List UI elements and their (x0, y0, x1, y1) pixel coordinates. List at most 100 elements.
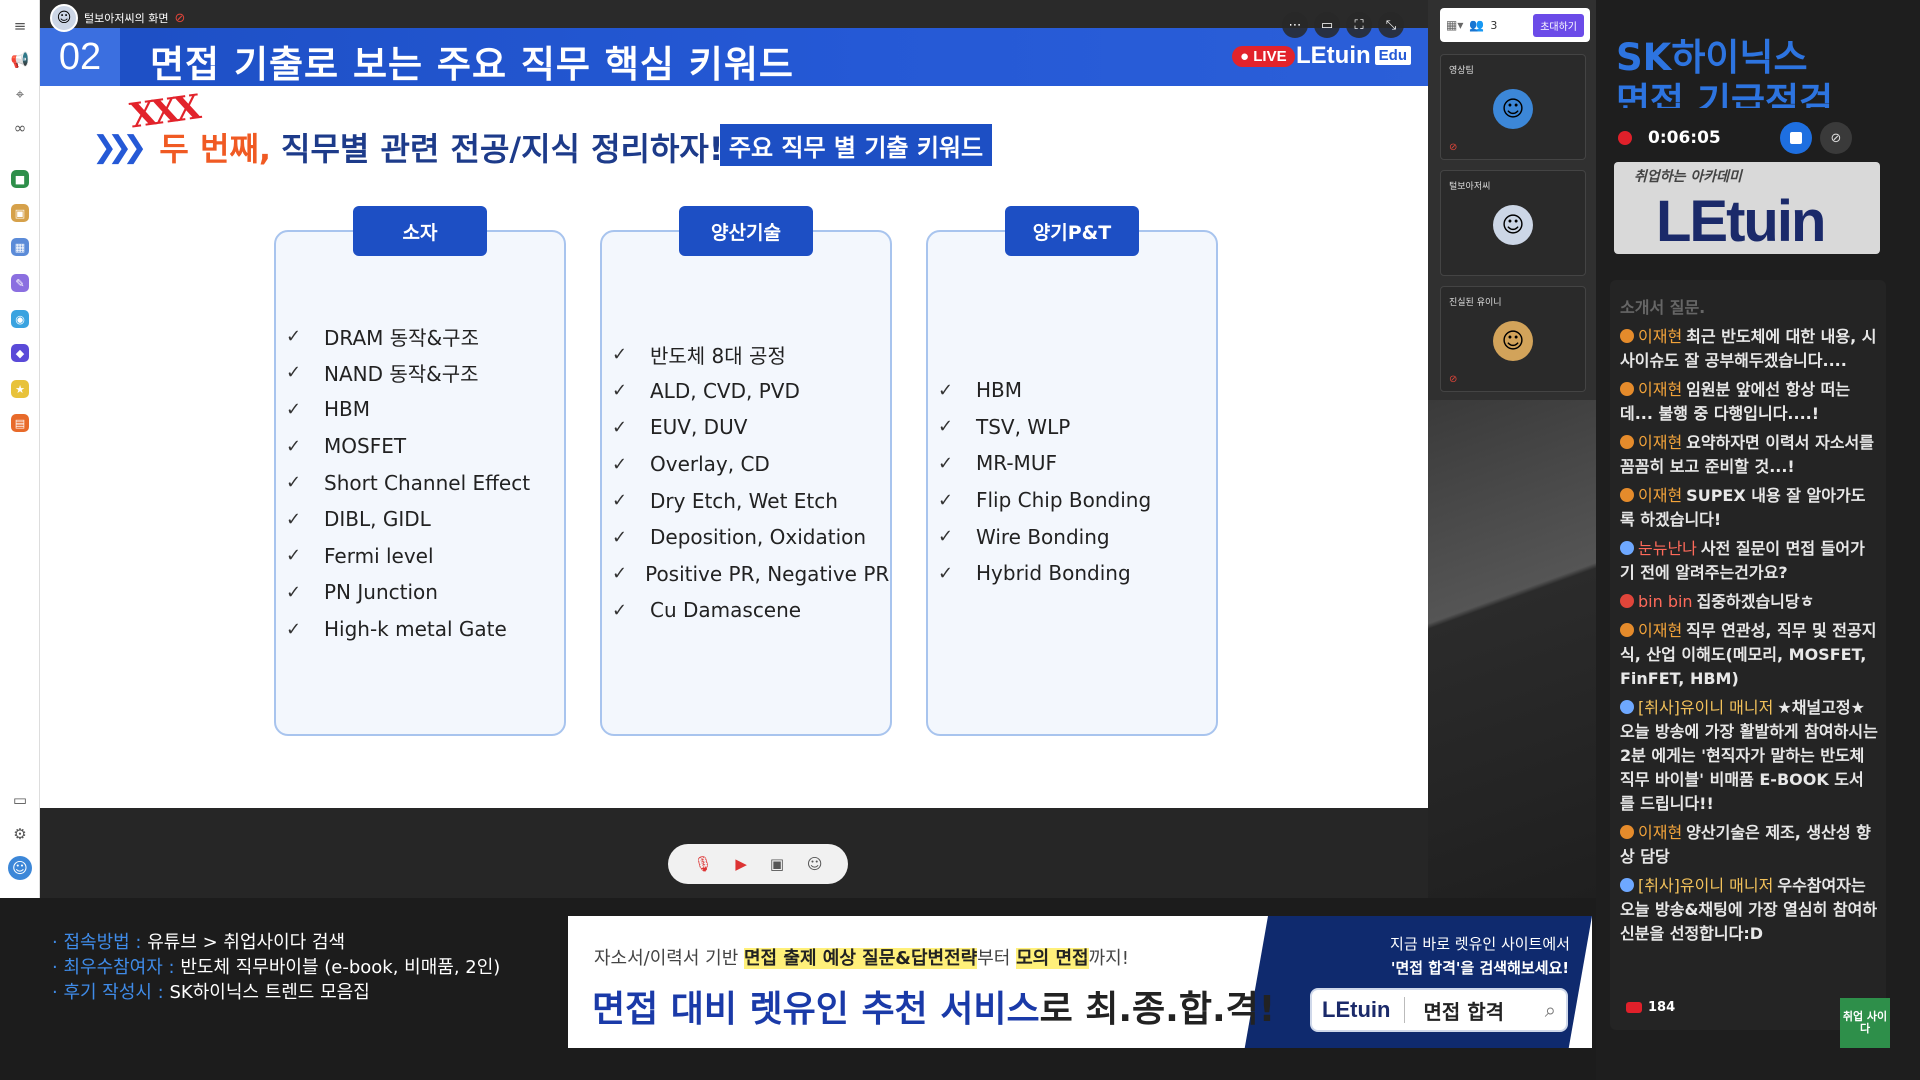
app-calendar-icon[interactable]: ▦ (11, 238, 29, 256)
app-photo-icon[interactable]: ▣ (11, 204, 29, 222)
mic-off-button[interactable]: ⊘ (1820, 122, 1852, 154)
participant-tile[interactable]: 영상팀 ☺ ⊘ (1440, 54, 1586, 160)
right-panel: SK하이닉스 면접 기급점검 0:06:05 ⊘ 취업하는 아카데미 LEtui… (1596, 0, 1920, 1080)
ad-highlight: 모의 면접 (1016, 948, 1089, 969)
check-icon: ✓ (286, 618, 302, 640)
screen-share-badge: ☺ 털보아저씨의 화면 ⊘ (50, 4, 185, 32)
search-icon[interactable]: ⌕ (1544, 998, 1556, 1022)
stream-title: SK하이닉스 면접 기급점검 (1616, 36, 1833, 108)
slide-title: 면접 기출로 보는 주요 직무 핵심 키워드 (150, 43, 794, 86)
chat-text: 양산기술은 제조, 생산성 향상 담당 (1620, 823, 1871, 866)
keyword-item: ✓High-k metal Gate (282, 611, 558, 648)
app-star-icon[interactable]: ★ (11, 380, 29, 398)
chat-author[interactable]: bin bin (1638, 592, 1693, 611)
brand-suffix: Edu (1374, 46, 1411, 65)
app-box-icon[interactable]: ◆ (11, 344, 29, 362)
location-pin-icon[interactable]: ⌖ (15, 85, 25, 103)
participant-count: 3 (1490, 18, 1498, 32)
info-line: · 접속방법 : 유튜브 > 취업사이다 검색 (52, 930, 500, 955)
recording-bar: 0:06:05 ⊘ (1612, 116, 1912, 160)
card-title-packaging: 양기P&T (1005, 206, 1139, 256)
user-avatar-icon[interactable]: ☺ (8, 856, 32, 880)
participant-name: 털보아저씨 (1449, 182, 1491, 192)
app-gift-icon[interactable]: ▤ (11, 414, 29, 432)
screen-share-icon[interactable]: ▣ (769, 855, 784, 873)
keyword-text: MOSFET (324, 434, 407, 459)
app-green-icon[interactable]: ■ (11, 170, 29, 188)
keyword-text: MR-MUF (976, 451, 1057, 476)
check-icon: ✓ (938, 416, 954, 438)
check-icon: ✓ (612, 526, 628, 548)
subhead-text: 직무별 관련 전공/지식 정리하자! (281, 130, 724, 168)
chat-bubble-icon[interactable]: ▭ (12, 791, 28, 809)
ad-line1-post: 까지! (1088, 948, 1129, 969)
menu-icon[interactable]: ≡ (13, 17, 27, 35)
keyword-text: Wire Bonding (976, 524, 1110, 549)
keyword-text: 반도체 8대 공정 (650, 343, 786, 368)
app-globe-icon[interactable]: ◉ (11, 310, 29, 328)
megaphone-icon[interactable]: 📢 (10, 51, 30, 69)
chat-author[interactable]: 이재현 (1638, 380, 1683, 399)
info-value: 유튜브 > 취업사이다 검색 (147, 932, 346, 953)
participant-tile[interactable]: 털보아저씨 ☺ (1440, 170, 1586, 276)
keyword-item: ✓NAND 동작&구조 (282, 355, 558, 392)
keyword-list: ✓HBM ✓TSV, WLP ✓MR-MUF ✓Flip Chip Bondin… (934, 372, 1210, 592)
app-pen-icon[interactable]: ✎ (11, 274, 29, 292)
camera-off-icon[interactable]: ▶ (735, 855, 747, 873)
keyword-card-production: ✓반도체 8대 공정 ✓ALD, CVD, PVD ✓EUV, DUV ✓Ove… (600, 230, 892, 736)
invite-button[interactable]: 초대하기 (1533, 13, 1584, 37)
chat-author[interactable]: 이재현 (1638, 433, 1683, 452)
keyword-text: PN Junction (324, 580, 438, 605)
chat-author[interactable]: 이재현 (1638, 486, 1683, 505)
user-avatar-icon (1620, 435, 1634, 449)
chat-author[interactable]: [취사]유이니 매니저 (1638, 876, 1774, 895)
manager-avatar-icon (1620, 878, 1634, 892)
participant-tile[interactable]: 진실된 유이니 ☺ ⊘ (1440, 286, 1586, 392)
check-icon: ✓ (286, 472, 302, 494)
keyword-list: ✓DRAM 동작&구조 ✓NAND 동작&구조 ✓HBM ✓MOSFET ✓Sh… (282, 318, 558, 647)
chat-author[interactable]: [취사]유이니 매니저 (1638, 698, 1774, 717)
picture-in-picture-icon[interactable]: ▭ (1314, 12, 1340, 38)
keyword-text: Positive PR, Negative PR (645, 561, 890, 586)
keyword-item: ✓HBM (934, 372, 1210, 409)
participants-icon[interactable]: 👥 (1469, 18, 1485, 32)
info-line: · 최우수참여자 : 반도체 직무바이블 (e-book, 비매품, 2인) (52, 955, 500, 980)
chat-author[interactable]: 눈뉴난나 (1638, 539, 1697, 558)
keyword-text: Fermi level (324, 543, 434, 568)
keyword-text: EUV, DUV (650, 415, 748, 440)
chat-author[interactable]: 이재현 (1638, 823, 1683, 842)
participant-avatar: ☺ (1493, 321, 1533, 361)
check-icon: ✓ (938, 562, 954, 584)
info-value: SK하이닉스 트렌드 모음집 (169, 982, 370, 1003)
slide-number: 02 (40, 28, 120, 86)
chat-author[interactable]: 이재현 (1638, 327, 1683, 346)
keyword-text: TSV, WLP (976, 414, 1071, 439)
gear-icon[interactable]: ⚙ (13, 825, 27, 843)
keyword-text: Overlay, CD (650, 452, 770, 477)
info-value: 반도체 직무바이블 (e-book, 비매품, 2인) (180, 957, 501, 978)
keyword-text: HBM (976, 378, 1023, 403)
participant-avatar: ☺ (1493, 205, 1533, 245)
mic-off-icon[interactable]: 🎙 (693, 855, 713, 873)
chat-author[interactable]: 이재현 (1638, 621, 1683, 640)
mic-muted-icon: ⊘ (1449, 142, 1458, 153)
more-options-icon[interactable]: ⋯ (1282, 12, 1308, 38)
check-icon: ✓ (612, 453, 628, 475)
layout-grid-icon[interactable]: ▦▾ (1446, 18, 1464, 32)
ad-banner[interactable]: 자소서/이력서 기반 면접 출제 예상 질문&답변전략부터 모의 면접까지! 면… (568, 916, 1592, 1048)
emoji-icon[interactable]: ☺ (806, 855, 823, 873)
stop-recording-button[interactable] (1780, 122, 1812, 154)
stream-title-line2: 면접 기급점검 (1616, 80, 1834, 108)
check-icon: ✓ (612, 380, 628, 402)
fullscreen-icon[interactable]: ⛶ (1346, 12, 1372, 38)
ad-cta-text: 지금 바로 렛유인 사이트에서 '면접 합격'을 검색해보세요! (1380, 932, 1580, 980)
keyword-box: 주요 직무 별 기출 키워드 (720, 124, 992, 166)
user-avatar-icon (1620, 594, 1634, 608)
ad-search-box[interactable]: LEtuin 면접 합격 ⌕ (1310, 988, 1568, 1032)
collapse-icon[interactable]: ⤡ (1378, 12, 1404, 38)
keyword-text: Cu Damascene (650, 598, 802, 623)
link-icon[interactable]: ∞ (13, 119, 27, 137)
check-icon: ✓ (286, 508, 302, 530)
